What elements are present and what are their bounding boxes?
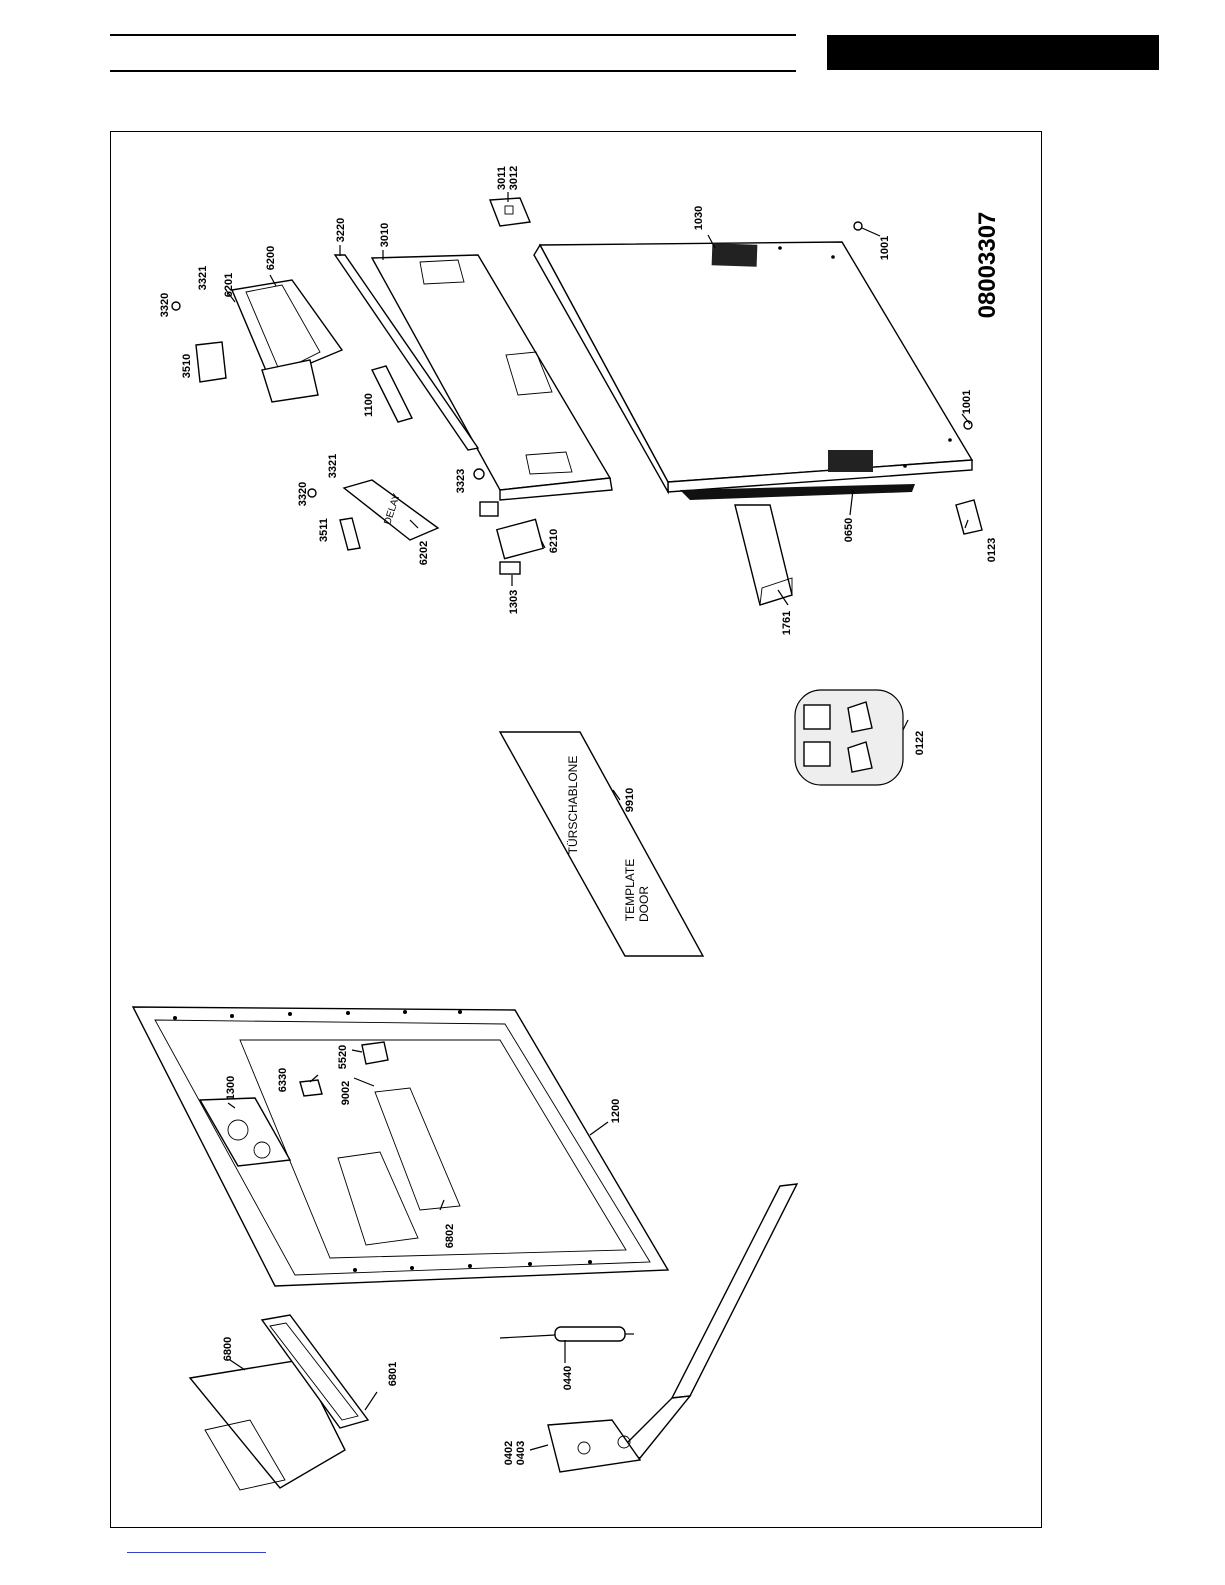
button-3320-mid [308,489,316,497]
label-3321-top: 3321 [197,266,209,290]
label-5520: 5520 [337,1045,349,1069]
part-5520 [362,1042,388,1064]
door-handle [372,366,412,422]
label-3011: 3011 [496,166,508,190]
label-3012: 3012 [508,166,520,190]
label-1761: 1761 [781,611,793,635]
button-3320-top [172,302,180,310]
label-9002: 9002 [340,1081,352,1105]
foam-strip [735,505,792,605]
label-0440: 0440 [562,1366,574,1390]
inner-door-1200 [133,1007,668,1286]
template-text-line3: DOOR [637,886,651,922]
hinge-kit-0122 [795,690,903,785]
label-6802: 6802 [444,1224,456,1248]
document-number: 08003307 [974,212,1001,319]
pcb-module [232,280,342,402]
label-1300: 1300 [225,1076,237,1100]
template-text-line2: TEMPLATE [623,859,637,921]
label-3320-mid: 3320 [297,482,309,506]
label-1001-top: 1001 [879,236,891,260]
label-1303: 1303 [508,590,520,614]
label-6210: 6210 [548,529,560,553]
screw-1001-top [854,222,862,230]
template-text-line1: TÜRSCHABLONE [566,756,580,855]
label-0122: 0122 [914,731,926,755]
door-template: TÜRSCHABLONE TEMPLATE DOOR [500,732,703,956]
plug-3323 [474,469,484,479]
label-6330: 6330 [277,1068,289,1092]
hinge-plate-0123 [956,500,982,534]
label-3510: 3510 [181,354,193,378]
label-3323: 3323 [455,469,467,493]
label-1030: 1030 [693,206,705,230]
label-6202: 6202 [418,541,430,565]
delay-board: DELAY [344,480,438,540]
label-6201: 6201 [223,273,235,297]
label-0123: 0123 [986,538,998,562]
label-3320-top: 3320 [159,293,171,317]
label-0402: 0402 [503,1441,515,1465]
label-1100: 1100 [363,393,375,417]
part-6330 [300,1080,322,1096]
door-spring [500,1327,634,1341]
switch-bar-3510 [196,342,226,382]
label-1001-mid: 1001 [961,390,973,414]
label-0650: 0650 [843,518,855,542]
label-1200: 1200 [610,1099,622,1123]
mounting-bracket-3011 [490,198,530,226]
label-6200: 6200 [265,246,277,270]
button-bar-3511 [340,518,360,550]
label-3010: 3010 [379,223,391,247]
outer-door-panel [534,242,972,492]
label-3220: 3220 [335,218,347,242]
door-lock [480,502,543,574]
label-9910: 9910 [624,788,636,812]
label-6800: 6800 [222,1337,234,1361]
label-3321-mid: 3321 [327,454,339,478]
label-0403: 0403 [515,1441,527,1465]
label-6801: 6801 [387,1362,399,1386]
label-3511: 3511 [318,518,330,542]
